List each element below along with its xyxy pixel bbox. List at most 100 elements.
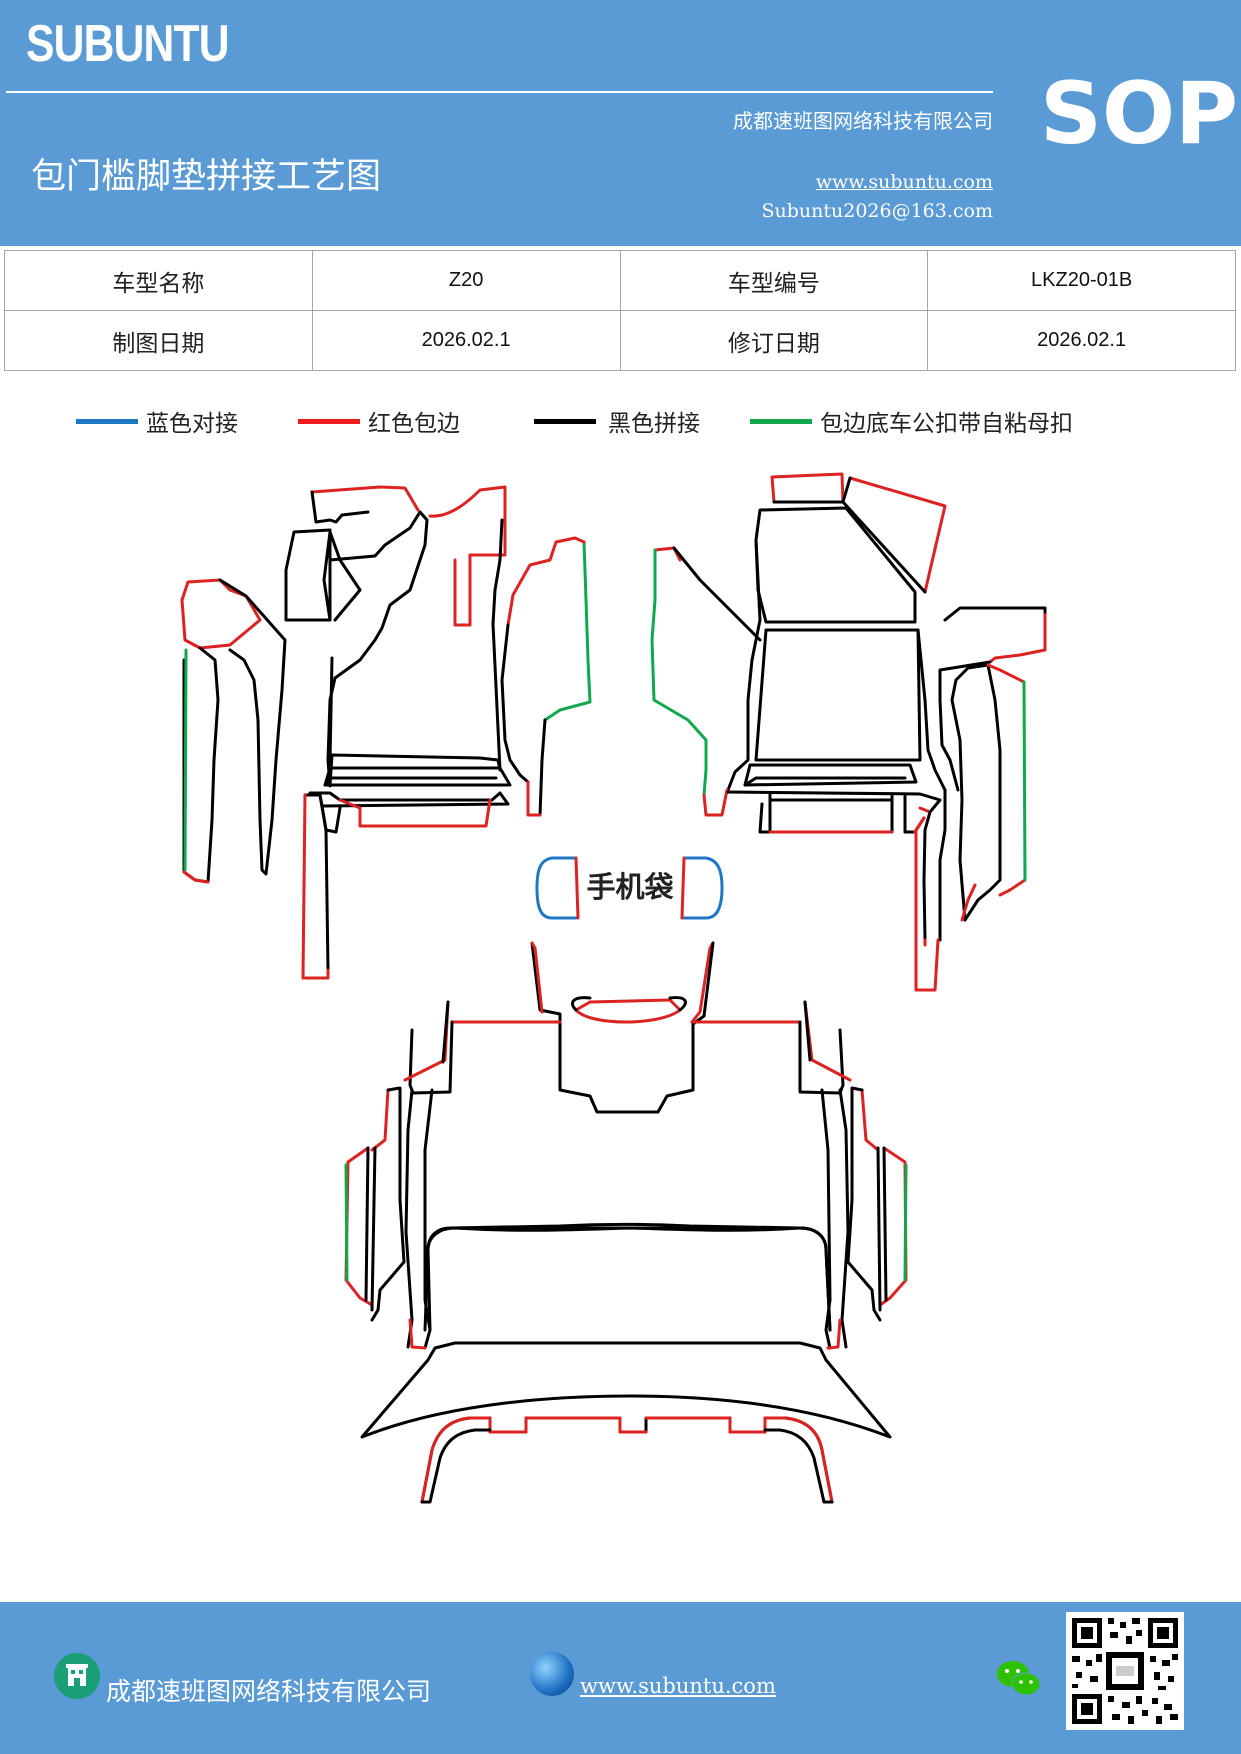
right-outer-strip-green: [1022, 680, 1027, 882]
legend-label: 黑色拼接: [608, 411, 700, 437]
left-outer-strip-bottom-red: [182, 870, 210, 884]
rear-seat-mat-outline: [426, 1226, 832, 1332]
legend-swatch-black: [534, 418, 596, 424]
brand-logo: SUBUNTU: [26, 15, 230, 73]
qr-code: [1066, 1612, 1184, 1730]
rear-main-mat: [408, 1020, 845, 1095]
table-row: 制图日期 2026.02.1 修订日期 2026.02.1: [4, 310, 1236, 371]
right-vertical-strip: [922, 788, 947, 942]
rear-right-side: [846, 1086, 888, 1322]
right-front-mat-group: [650, 472, 1047, 992]
right-outer-strip: [950, 663, 1002, 922]
right-side-bottom-red: [702, 788, 729, 817]
rear-trunk-bottom-outline: [420, 1428, 834, 1504]
header-email[interactable]: Subuntu2026@163.com: [761, 200, 993, 222]
left-outer-strip: [182, 578, 287, 884]
page-footer: 成都速班图网络科技有限公司 www.subuntu.com: [0, 1602, 1241, 1754]
draw-date-value: 2026.02.1: [311, 310, 621, 371]
rear-left-side-green: [344, 1163, 349, 1282]
rear-seat-mat: [423, 1223, 832, 1332]
document-title: 包门槛脚垫拼接工艺图: [31, 157, 382, 197]
left-heel-pad-inner: [322, 530, 362, 622]
right-outer-strip-red: [960, 663, 1027, 922]
rear-right-side-green: [903, 1163, 908, 1282]
left-door-strip-bottom-red: [526, 780, 542, 817]
left-door-strip: [500, 623, 547, 817]
right-top-plate-red: [770, 472, 947, 594]
floor-mat-diagram: 手机袋: [180, 472, 1047, 1504]
model-code-label: 车型编号: [619, 250, 929, 311]
rear-trunk-bottom-red: [420, 1416, 834, 1504]
left-footwell-mat-top-black: [310, 490, 370, 524]
rear-left-side: [364, 1086, 406, 1322]
draw-date-label: 制图日期: [4, 310, 313, 371]
rear-tunnel-cap-red: [574, 998, 682, 1024]
left-footwell-mat: [326, 510, 429, 788]
rear-trunk-mat: [360, 1341, 892, 1439]
left-rail-lower: [308, 791, 510, 808]
left-footwell-mat-top-red: [310, 485, 420, 512]
left-footwell-red-tab: [428, 485, 507, 627]
right-side-green: [650, 548, 708, 797]
left-door-strip-green: [543, 540, 592, 722]
legend-swatch-red: [298, 418, 360, 424]
revision-date-label: 修订日期: [619, 310, 929, 371]
rear-tunnel-cap: [571, 996, 687, 1012]
legend-item-green: 包边底车公扣带自粘母扣: [750, 404, 1073, 438]
right-vertical-strip-red: [914, 816, 940, 992]
revision-date-value: 2026.02.1: [927, 310, 1236, 371]
legend-item-blue: 蓝色对接: [76, 404, 238, 438]
right-rail: [743, 763, 918, 787]
left-front-mat-group: [180, 485, 592, 980]
footer-website-link[interactable]: www.subuntu.com: [580, 1674, 776, 1698]
right-main-mat: [754, 628, 922, 762]
legend-label: 蓝色对接: [146, 411, 238, 437]
phone-bag-right-blue: [682, 856, 724, 920]
left-vertical-strip-red: [301, 793, 330, 980]
vehicle-info-table: 车型名称 Z20 车型编号 LKZ20-01B 制图日期 2026.02.1 修…: [4, 250, 1236, 371]
rear-corner: [441, 1000, 812, 1064]
header-website-link[interactable]: www.subuntu.com: [815, 171, 993, 193]
header-company: 成都速班图网络科技有限公司: [733, 109, 993, 133]
sop-badge: SOP: [1040, 64, 1239, 164]
rear-mat-group: [344, 941, 908, 1504]
phone-bag-group: 手机袋: [535, 856, 724, 920]
legend-label: 包边底车公扣带自粘母扣: [820, 411, 1073, 437]
left-vertical-strip: [303, 793, 330, 972]
rear-tunnel-top-red: [530, 941, 715, 1024]
wechat-icon[interactable]: [996, 1658, 1042, 1704]
phone-bag-right-red: [680, 856, 686, 920]
model-code-value: LKZ20-01B: [927, 250, 1236, 311]
left-rail-box-red: [338, 798, 492, 828]
left-outer-strip-red: [180, 578, 262, 650]
page-header: SUBUNTU SOP 成都速班图网络科技有限公司 包门槛脚垫拼接工艺图 www…: [0, 0, 1241, 246]
left-rail: [323, 766, 512, 787]
left-outer-strip-green: [183, 648, 188, 872]
legend-label: 红色包边: [368, 411, 460, 437]
rear-corner-red: [403, 1000, 852, 1082]
rear-tunnel-top: [530, 941, 695, 1114]
phone-bag-left-red: [574, 856, 580, 920]
rear-cabin-mat-inner: [423, 1088, 832, 1350]
table-row: 车型名称 Z20 车型编号 LKZ20-01B: [4, 250, 1236, 311]
legend-item-black: 黑色拼接: [534, 404, 700, 438]
right-main-outer: [726, 538, 947, 792]
right-side-mat: [672, 546, 1047, 792]
left-heel-pad: [284, 528, 332, 622]
legend-swatch-green: [750, 418, 812, 424]
left-main-mat: [328, 518, 504, 787]
legend-swatch-blue: [76, 418, 138, 424]
building-icon: [54, 1653, 100, 1699]
right-top-plate: [754, 476, 927, 624]
model-name-label: 车型名称: [4, 250, 313, 311]
phone-bag-label: 手机袋: [586, 870, 673, 904]
right-side-mat-red: [653, 546, 1047, 664]
rear-seat-mat-red: [408, 1318, 842, 1350]
footer-company: 成都速班图网络科技有限公司: [106, 1677, 432, 1706]
legend-item-red: 红色包边: [298, 404, 460, 438]
left-door-strip-red: [506, 536, 586, 627]
rear-cabin-mat: [404, 1088, 850, 1349]
right-rail-lower: [726, 790, 942, 834]
globe-icon: [530, 1652, 574, 1696]
phone-bag-left-blue: [535, 856, 578, 920]
